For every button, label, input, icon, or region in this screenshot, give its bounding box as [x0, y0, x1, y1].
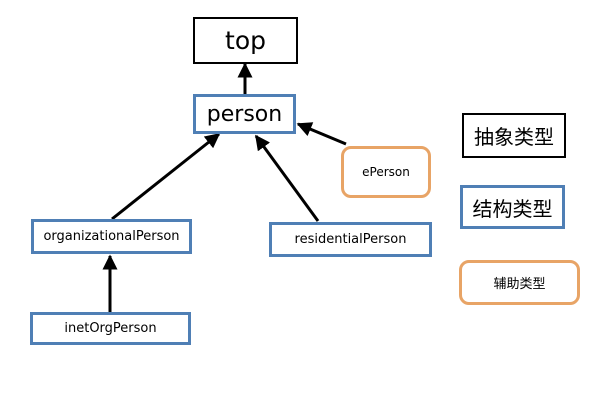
node-organizational-person: organizationalPerson [31, 219, 192, 254]
legend-abstract: 抽象类型 [462, 113, 566, 158]
node-inet-org-person: inetOrgPerson [30, 312, 191, 345]
legend-auxiliary: 辅助类型 [459, 260, 580, 305]
node-residential-person: residentialPerson [269, 222, 432, 257]
node-person: person [193, 94, 296, 134]
edge-residentialperson-to-person [254, 134, 320, 222]
edge-organizationalperson-to-person [111, 132, 221, 221]
node-top: top [193, 17, 298, 64]
legend-structural: 结构类型 [460, 185, 565, 229]
node-eperson: ePerson [341, 146, 431, 198]
edge-eperson-to-person [296, 122, 347, 146]
